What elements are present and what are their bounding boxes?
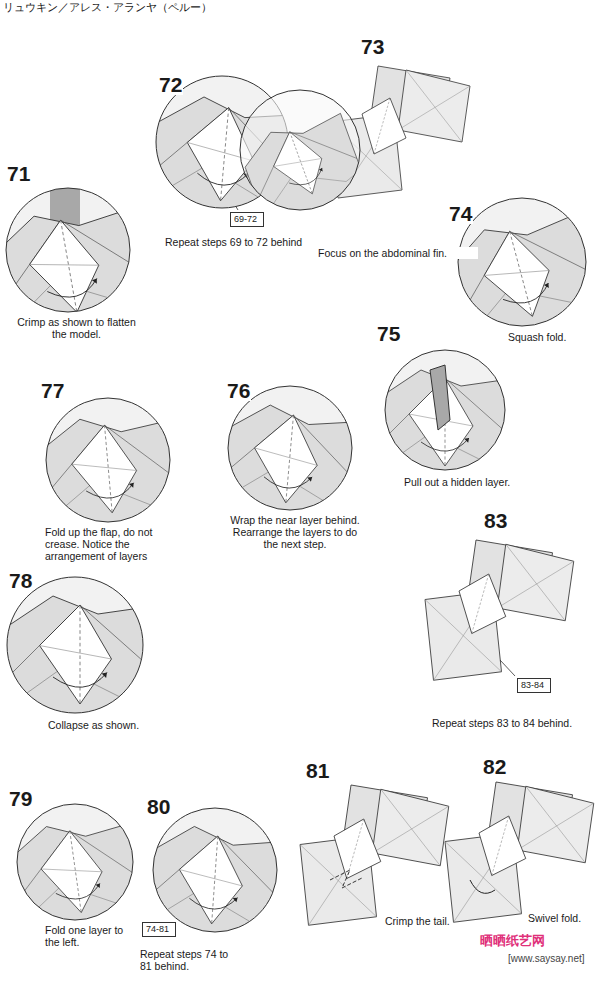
step-number: 75 <box>376 323 401 344</box>
watermark-url: [www.saysay.net] <box>508 953 585 965</box>
step-number: 83 <box>483 510 508 531</box>
step-number: 74 <box>448 203 473 224</box>
step-number: 79 <box>8 788 33 809</box>
step-number: 78 <box>8 570 33 591</box>
step-reference-box: 83-84 <box>517 678 551 693</box>
step-caption: Crimp as shown to flatten the model. <box>14 316 139 340</box>
step-caption: Collapse as shown. <box>48 719 139 731</box>
step-caption: Repeat steps 74 to 81 behind. <box>140 948 240 972</box>
step-number: 81 <box>305 760 330 781</box>
step-caption: Repeat steps 83 to 84 behind. <box>432 717 610 729</box>
step-caption: Swivel fold. <box>528 912 581 924</box>
step-reference-box: 74-81 <box>142 922 176 937</box>
step-caption: Crimp the tail. <box>385 915 450 927</box>
step-range: 69-72 <box>234 214 257 225</box>
step-caption: Wrap the near layer behind. Rearrange th… <box>225 514 365 550</box>
step-number: 80 <box>146 796 171 817</box>
step-range: 83-84 <box>521 680 544 691</box>
step-caption: Fold one layer to the left. <box>45 924 135 948</box>
step-number: 73 <box>360 36 385 57</box>
step-caption: Repeat steps 69 to 72 behind <box>165 236 325 248</box>
watermark: 晒晒纸艺网 <box>480 934 545 949</box>
step-caption: Pull out a hidden layer. <box>404 476 564 488</box>
step-number: 77 <box>40 380 65 401</box>
page-title: リュウキン／アレス・アランヤ（ペルー） <box>3 1 212 14</box>
step-number: 76 <box>226 380 251 401</box>
step-number: 72 <box>158 74 183 95</box>
step-caption: Fold up the flap, do not crease. Notice … <box>45 526 173 562</box>
step-number: 82 <box>482 756 507 777</box>
step-range: 74-81 <box>146 924 169 935</box>
step-reference-box: 69-72 <box>230 212 264 227</box>
step-caption: Focus on the abdominal fin. <box>318 247 478 259</box>
step-number: 71 <box>6 163 31 184</box>
step-caption: Squash fold. <box>508 331 566 343</box>
